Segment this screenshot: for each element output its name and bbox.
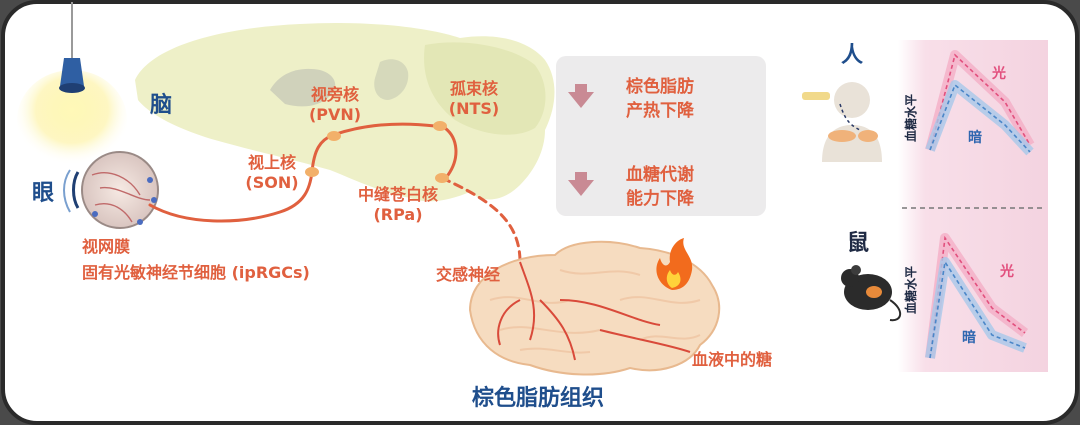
comparison-panel [898, 40, 1048, 372]
arrow-down-icon [568, 92, 594, 108]
son-abbr: (SON) [245, 173, 298, 192]
brain-silhouette [135, 22, 555, 202]
human-light-label: 光 [991, 65, 1006, 82]
mouse-dark-label: 暗 [962, 329, 976, 346]
human-title: 人 [841, 43, 863, 68]
human-dark-line [929, 83, 1031, 153]
effects-box: 棕色脂肪 产热下降 血糖代谢 能力下降 [556, 56, 766, 216]
bat-label: 棕色脂肪组织 [472, 385, 604, 411]
effect-1-line2: 产热下降 [626, 100, 695, 121]
rpa-label: 中缝苍白核 [358, 185, 438, 204]
mouse-dark-line [929, 259, 1026, 359]
arrow-down-icon-stem [575, 172, 587, 181]
human-dark-label: 暗 [968, 129, 982, 146]
son-label: 视上核 [248, 153, 296, 172]
brown-fat-illustration [468, 240, 721, 376]
brain-label: 脑 [150, 92, 172, 118]
mouse-title: 鼠 [847, 231, 869, 256]
rpa-abbr: (RPa) [373, 205, 422, 224]
pvn-abbr: (PVN) [309, 105, 361, 124]
nts-marker [433, 121, 447, 131]
blood-sugar-label: 血液中的糖 [692, 350, 772, 369]
flame-icon [656, 238, 693, 290]
nts-to-rpa-path [443, 126, 458, 177]
iprgc-label: 固有光敏神经节细胞 (ipRGCs) [82, 263, 310, 282]
sympathetic-nerve-path [440, 176, 522, 264]
lamp-icon [17, 2, 127, 170]
son-marker [305, 167, 319, 177]
human-ylabel: 血糖水平 [903, 94, 918, 142]
mouse-icon [841, 265, 902, 322]
mouse-section: 鼠 血糖水平 光 暗 [841, 231, 1029, 359]
sympathetic-label: 交感神经 [436, 265, 500, 284]
retina-label: 视网膜 [82, 237, 130, 256]
nts-label: 孤束核 [450, 79, 498, 98]
nucleus-markers [305, 121, 449, 183]
arrow-down-icon-stem [575, 84, 587, 93]
retina-to-son-path [148, 170, 314, 223]
eye-icon [63, 151, 159, 229]
human-section: 人 血糖水平 光 暗 [802, 43, 1035, 162]
effect-2-line2: 能力下降 [626, 188, 695, 209]
mouse-ylabel: 血糖水平 [903, 266, 918, 314]
effect-2-line1: 血糖代谢 [626, 164, 694, 185]
mouse-light-label: 光 [999, 263, 1014, 280]
human-light-line [929, 53, 1031, 151]
blood-vessel [599, 329, 691, 353]
nts-abbr: (NTS) [449, 99, 499, 118]
pvn-marker [327, 131, 341, 141]
eye-label: 眼 [32, 181, 54, 206]
arrow-down-icon [568, 180, 594, 196]
human-drinking-icon [802, 82, 882, 162]
effect-1-line1: 棕色脂肪 [626, 76, 694, 97]
pvn-label: 视旁核 [311, 85, 359, 104]
rpa-marker [435, 173, 449, 183]
mouse-light-line [929, 235, 1026, 359]
